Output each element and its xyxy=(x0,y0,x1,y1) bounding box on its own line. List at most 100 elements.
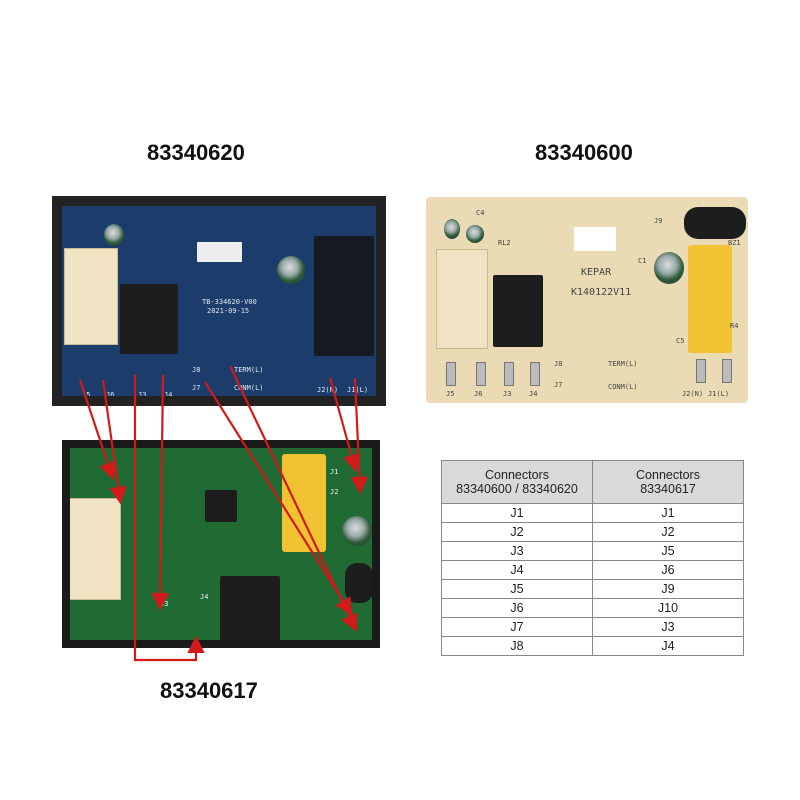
capacitor-yellow xyxy=(282,454,326,552)
label-j5: J5 xyxy=(446,390,455,398)
board-83340620-photo: TB-334620-V00 2021-09-15 J5 J6 J3 J4 J8 … xyxy=(52,196,386,406)
capacitor xyxy=(466,225,484,243)
label-j3: J3 xyxy=(503,390,512,398)
title-83340600: 83340600 xyxy=(535,140,633,165)
cell: J9 xyxy=(592,579,744,599)
barcode-label xyxy=(574,227,616,251)
connector-pin xyxy=(476,362,486,386)
cell: J1 xyxy=(441,503,593,523)
label-j4: J4 xyxy=(529,390,538,398)
label-conm: CONM(L) xyxy=(234,384,264,392)
cell: J3 xyxy=(441,541,593,561)
label-j4: J4 xyxy=(164,391,173,399)
board-model: K140122V11 xyxy=(571,287,632,298)
label-j8: J8 xyxy=(554,360,563,368)
capacitor xyxy=(277,256,305,284)
cell: J10 xyxy=(592,598,744,618)
label-j6: J6 xyxy=(474,390,483,398)
board-model: TB-334620-V00 xyxy=(202,298,257,306)
label-j1l: J1(L) xyxy=(347,386,369,394)
label-j7: J7 xyxy=(554,381,563,389)
label-j1l: J1(L) xyxy=(708,390,730,398)
connector-pin xyxy=(696,359,706,383)
label-j7: J7 xyxy=(192,384,201,392)
connector-pin xyxy=(722,359,732,383)
arrow-j6 xyxy=(101,379,127,505)
cell: J4 xyxy=(592,636,744,656)
buzzer-housing xyxy=(314,236,374,356)
title-83340617: 83340617 xyxy=(160,678,258,703)
label-j3: J3 xyxy=(138,391,147,399)
capacitor xyxy=(444,219,460,239)
label-j2: J2 xyxy=(330,488,339,496)
relay xyxy=(436,249,488,349)
cell: J5 xyxy=(441,579,593,599)
label-bz1: BZ1 xyxy=(728,239,741,247)
arrow-j3 xyxy=(133,375,205,662)
cell: J2 xyxy=(441,522,593,542)
label-j5: J5 xyxy=(82,391,91,399)
label-conm: CONM(L) xyxy=(608,383,638,391)
qr-label xyxy=(197,242,242,262)
relay xyxy=(493,275,543,347)
cell: J6 xyxy=(592,560,744,580)
relay xyxy=(220,576,280,640)
connector-pin xyxy=(446,362,456,386)
board-date: 2021-09-15 xyxy=(207,307,250,315)
relay xyxy=(120,284,178,354)
label-j8: J8 xyxy=(192,366,201,374)
cell: J6 xyxy=(441,598,593,618)
arrow-j5 xyxy=(78,379,117,481)
board-83340617-photo: J1 J2 J3 J4 xyxy=(62,440,380,648)
label-j4: J4 xyxy=(200,593,209,601)
label-term: TERM(L) xyxy=(608,360,638,368)
label-j2n: J2(N) xyxy=(317,386,339,394)
label-j1: J1 xyxy=(330,468,339,476)
cell: J3 xyxy=(592,617,744,637)
label-j9: J9 xyxy=(654,217,663,225)
relay xyxy=(70,498,121,600)
label-r4: R4 xyxy=(730,322,739,330)
label-c5: C5 xyxy=(676,337,685,345)
cell: J4 xyxy=(441,560,593,580)
cell: J2 xyxy=(592,522,744,542)
arrow-j8 xyxy=(229,365,358,632)
capacitor-yellow xyxy=(688,245,732,353)
cell: J5 xyxy=(592,541,744,561)
connector-pin xyxy=(530,362,540,386)
arrow-j7 xyxy=(204,381,353,616)
label-j2n: J2(N) xyxy=(682,390,704,398)
label-c4: C4 xyxy=(476,209,485,217)
title-83340620: 83340620 xyxy=(147,140,245,165)
cell: J8 xyxy=(441,636,593,656)
label-rl2: RL2 xyxy=(498,239,511,247)
capacitor xyxy=(342,516,372,546)
label-c1: C1 xyxy=(638,257,647,265)
cell: J1 xyxy=(592,503,744,523)
capacitor xyxy=(654,252,684,284)
board-83340600-photo: KEPAR K140122V11 C4 RL2 J9 BZ1 C1 R4 C5 … xyxy=(426,197,748,403)
microcontroller xyxy=(205,490,237,522)
arrow-j1 xyxy=(350,377,369,495)
capacitor xyxy=(104,224,124,246)
connector-pin xyxy=(504,362,514,386)
label-j6: J6 xyxy=(106,391,115,399)
buzzer xyxy=(684,207,746,239)
arrow-j2 xyxy=(328,377,360,473)
arrow-j4 xyxy=(151,374,169,611)
cell: J7 xyxy=(441,617,593,637)
label-term: TERM(L) xyxy=(234,366,264,374)
relay xyxy=(64,248,118,345)
